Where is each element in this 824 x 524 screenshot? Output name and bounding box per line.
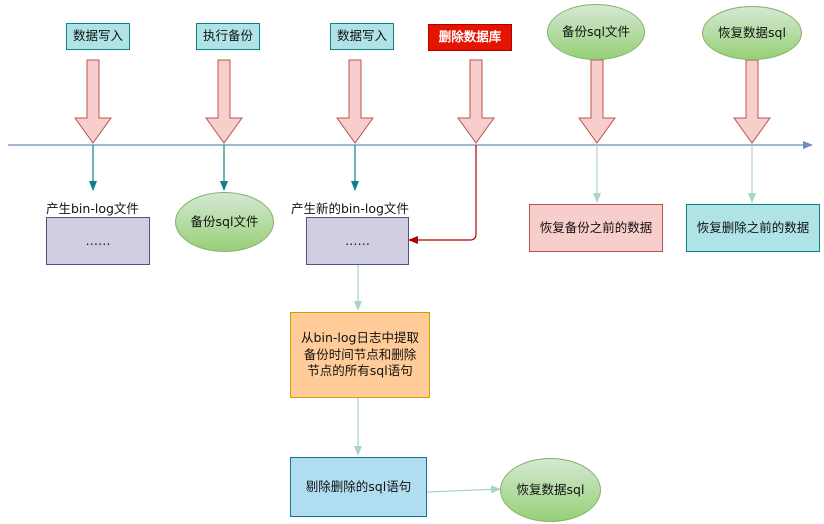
arrow-remove-to-restore [426, 485, 501, 494]
event-exec-backup: 执行备份 [196, 23, 260, 50]
fat-arrow-backup-exec [205, 59, 243, 144]
binlog1-box: …… [46, 217, 150, 265]
binlog1-label: 产生bin-log文件 [46, 201, 139, 216]
remove-delete-sql-box: 剔除删除的sql语句 [290, 457, 427, 517]
restore-before-backup-box: 恢复备份之前的数据 [529, 204, 663, 252]
fat-arrow-write1 [74, 59, 112, 144]
event-data-write-2: 数据写入 [330, 23, 394, 50]
extract-sql-box: 从bin-log日志中提取备份时间节点和删除节点的所有sql语句 [290, 312, 430, 398]
event-data-write-1: 数据写入 [66, 23, 130, 50]
arrow-drop-to-binlog2 [408, 145, 477, 244]
fat-arrow-restore [733, 59, 771, 144]
restore-before-delete-box: 恢复删除之前的数据 [686, 204, 820, 252]
event-backup-sql-file: 备份sql文件 [547, 4, 645, 60]
restore-sql-ellipse: 恢复数据sql [500, 458, 601, 522]
backup-sql-ellipse: 备份sql文件 [175, 192, 274, 252]
fat-arrow-drop-db [457, 59, 495, 144]
fat-arrow-backup-file [578, 59, 616, 144]
binlog2-label: 产生新的bin-log文件 [291, 201, 409, 216]
binlog2-box: …… [306, 217, 409, 265]
fat-arrow-write2 [336, 59, 374, 144]
event-restore-sql: 恢复数据sql [702, 6, 802, 60]
event-drop-database: 删除数据库 [428, 24, 512, 51]
